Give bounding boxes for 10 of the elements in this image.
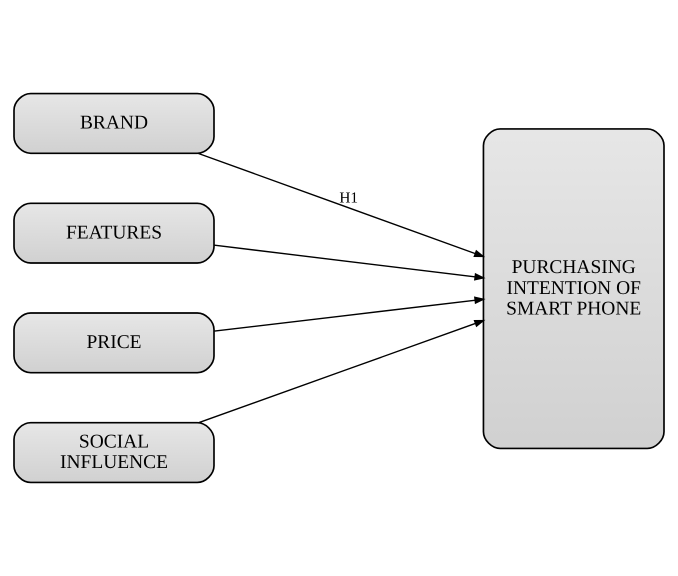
edge-label: H1 xyxy=(339,189,358,206)
arrow xyxy=(214,244,486,281)
node-box: SOCIAL INFLUENCE xyxy=(13,422,215,484)
arrow xyxy=(198,152,486,258)
node-box: BRAND xyxy=(13,92,215,154)
node-box: FEATURES xyxy=(13,202,215,264)
arrow xyxy=(214,296,486,332)
node-box: PURCHASING INTENTION OF SMART PHONE xyxy=(482,128,665,450)
arrow xyxy=(198,320,486,424)
node-box: PRICE xyxy=(13,312,215,374)
